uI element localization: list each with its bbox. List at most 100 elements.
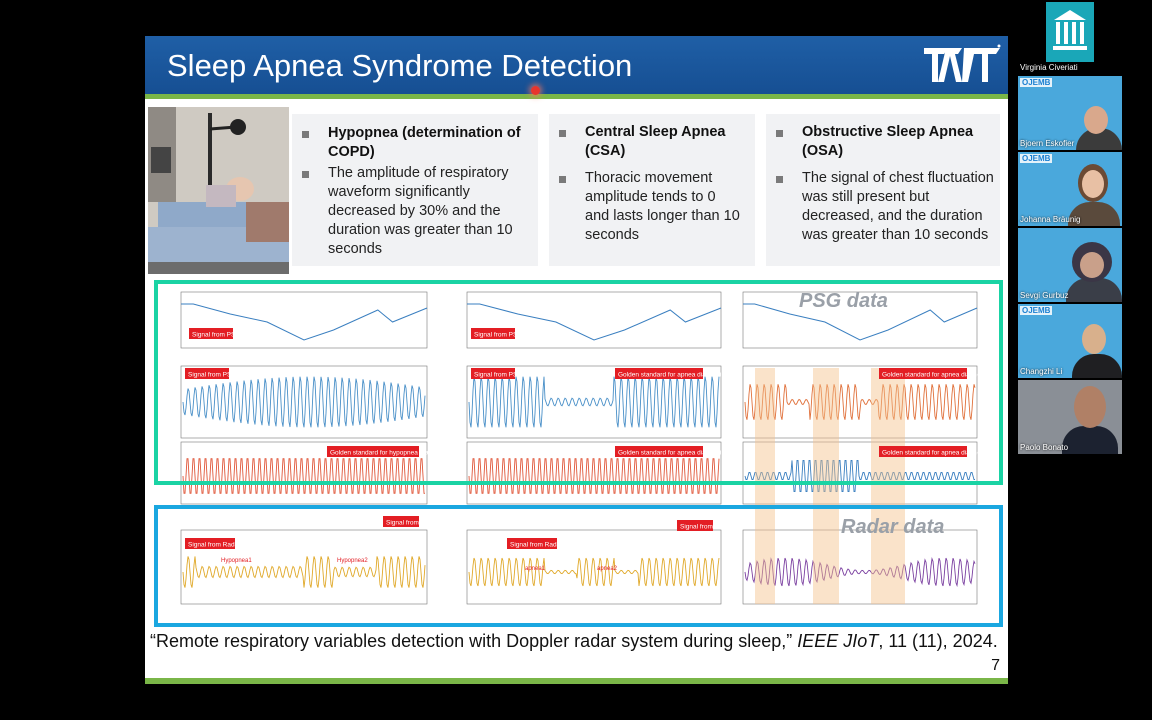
card-body: Thoracic movement amplitude tends to 0 a…	[585, 170, 740, 243]
psg-data-box	[154, 280, 1003, 485]
tag-golden-standard	[615, 446, 703, 457]
tag-golden-standard-text: Golden standard for hypopnea diagnosis	[330, 450, 448, 457]
spo2-line	[743, 303, 978, 341]
hypopnea2-label: Hypopnea2	[337, 558, 368, 564]
presentation-slide: Sleep Apnea Syndrome Detection	[145, 36, 1008, 684]
avatar	[1084, 106, 1108, 134]
airflow-wave	[468, 458, 720, 494]
card-body: The signal of chest fluctuation was stil…	[802, 170, 994, 243]
radar-wave	[468, 557, 720, 587]
tag-signal-psg	[471, 368, 515, 379]
participant-tile[interactable]: OJEMB Bjoern Eskofier	[1018, 76, 1122, 150]
radar-wave	[744, 557, 976, 588]
spo2-plot	[742, 291, 978, 349]
spo2-line	[181, 303, 428, 341]
tag-signal-psg	[383, 516, 419, 527]
tag-signal-psg-text: Signal from PSG	[680, 524, 728, 531]
card-body: The amplitude of respiratory waveform si…	[328, 165, 513, 257]
card-obstructive-sleep-apnea: Obstructive Sleep Apnea (OSA) The signal…	[766, 114, 1000, 266]
tag-signal-psg	[185, 368, 229, 379]
airflow-wave	[744, 459, 975, 493]
tag-signal-psg	[189, 328, 233, 339]
tag-golden-standard-text: Golden standard for apnea diagnosis	[618, 372, 725, 379]
tag-signal-psg-text: Signal from PSG	[474, 372, 522, 379]
avatar	[1076, 128, 1122, 150]
journal-badge: OJEMB	[1020, 154, 1053, 163]
participant-tile[interactable]: Sevgi Gurbuz	[1018, 228, 1122, 302]
header-accent-bar	[145, 94, 1008, 99]
tag-signal-psg-text: Signal from PSG	[192, 332, 240, 339]
tag-golden-standard-text: Golden standard for apnea diagnosis	[618, 450, 725, 457]
tag-signal-psg	[471, 328, 515, 339]
tag-signal-radar	[185, 538, 235, 549]
tag-golden-standard-text: Golden standard for apnea diagnosis	[882, 450, 989, 457]
participant-name: Sevgi Gurbuz	[1020, 291, 1069, 300]
journal-badge: OJEMB	[1020, 306, 1053, 315]
apnea-region	[755, 368, 775, 604]
participant-name: Paolo Bonato	[1020, 443, 1069, 452]
radar-data-label: Radar data	[841, 516, 945, 538]
bullet-icon	[776, 130, 783, 137]
tag-golden-standard	[615, 368, 703, 379]
airflow-wave	[182, 458, 425, 494]
tag-signal-radar-text: Signal from Radar	[510, 542, 563, 549]
participant-name: Virginia Civeriati	[1020, 63, 1078, 72]
tag-golden-standard	[879, 446, 967, 457]
journal-badge: OJEMB	[1020, 78, 1053, 87]
bullet-icon	[559, 176, 566, 183]
laser-pointer	[531, 86, 540, 95]
tag-signal-radar	[507, 538, 557, 549]
footer-accent-bar	[145, 678, 1008, 684]
bullet-icon	[776, 176, 783, 183]
tag-signal-psg-text: Signal from PSG	[188, 372, 236, 379]
participant-tile[interactable]: OJEMB Johanna Bräunig	[1018, 152, 1122, 226]
avatar	[1072, 354, 1122, 378]
card-central-sleep-apnea: Central Sleep Apnea (CSA) Thoracic movem…	[549, 114, 755, 266]
participant-name: Johanna Bräunig	[1020, 215, 1081, 224]
apnea2-label: apnea2	[597, 566, 618, 572]
participant-tile[interactable]: Paolo Bonato	[1018, 380, 1122, 454]
radar-data-box	[154, 505, 1003, 627]
card-title: Central Sleep Apnea (CSA)	[585, 124, 726, 159]
card-title: Hypopnea (determination of COPD)	[328, 125, 521, 160]
slide-title: Sleep Apnea Syndrome Detection	[167, 48, 633, 83]
spo2-line	[467, 303, 722, 341]
apnea1-label: apnea1	[525, 566, 546, 572]
university-logo	[924, 44, 1001, 82]
participant-tile[interactable]: OJEMB Changzhi Li	[1018, 304, 1122, 378]
hypopnea1-label: Hypopnea1	[221, 558, 252, 564]
card-hypopnea: Hypopnea (determination of COPD) The amp…	[292, 114, 538, 266]
psg-data-label: PSG data	[799, 290, 888, 312]
participant-tile[interactable]: Virginia Civeriati	[1018, 0, 1122, 74]
tag-golden-standard	[327, 446, 419, 457]
tag-golden-standard-text: Golden standard for apnea diagnosis	[882, 372, 989, 379]
bullet-icon	[302, 171, 309, 178]
breath-belt-wave	[182, 376, 426, 428]
participants-panel: Virginia Civeriati OJEMB Bjoern Eskofier…	[1018, 0, 1152, 720]
avatar	[1080, 252, 1104, 278]
institution-logo-icon	[1046, 2, 1094, 62]
bullet-icon	[559, 130, 566, 137]
tag-signal-psg-text: Signal from PSG	[386, 520, 434, 527]
slide-number: 7	[991, 657, 1000, 674]
radar-wave	[182, 556, 426, 588]
avatar	[1068, 202, 1120, 226]
citation: “Remote respiratory variables detection …	[150, 631, 998, 651]
avatar	[1066, 278, 1122, 302]
tag-signal-psg	[677, 520, 713, 531]
slide-header: Sleep Apnea Syndrome Detection	[145, 36, 1008, 94]
bullet-icon	[302, 131, 309, 138]
participant-name: Bjoern Eskofier	[1020, 139, 1075, 148]
tag-golden-standard	[879, 368, 967, 379]
avatar	[1082, 324, 1106, 354]
apnea-region	[871, 368, 905, 604]
apnea-region	[813, 368, 839, 604]
avatar	[1074, 386, 1106, 428]
avatar	[1082, 170, 1104, 198]
patient-photo	[148, 107, 289, 274]
card-title: Obstructive Sleep Apnea (OSA)	[802, 124, 974, 159]
signal-figure: Signal from PSG Signal from PSG Signal fro…	[151, 280, 1003, 627]
breath-belt-wave	[744, 384, 976, 420]
tag-signal-psg-text: Signal from PSG	[474, 332, 522, 339]
